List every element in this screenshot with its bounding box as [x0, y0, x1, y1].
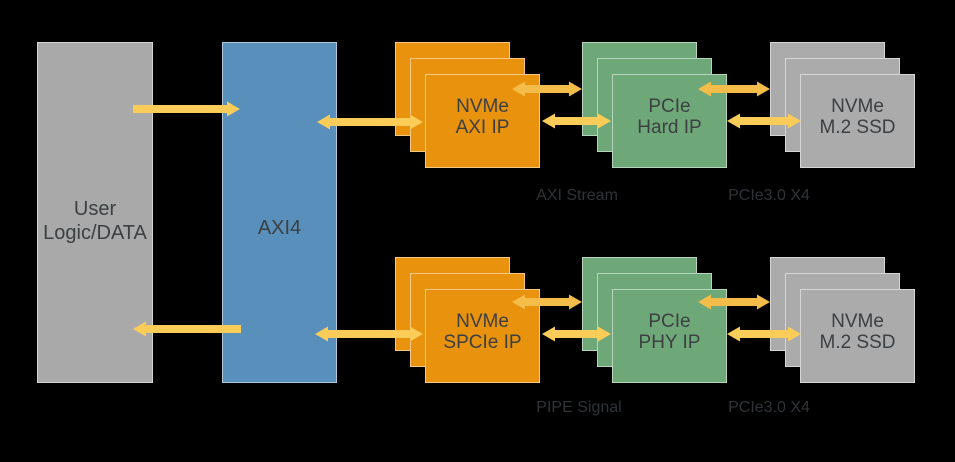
nvme-m2-ssd-top-stack-label-line1: NVMe [831, 95, 884, 117]
user-logic-data-label-line2: Logic/DATA [43, 221, 147, 244]
nvme-spcie-ip-stack-label-line1: NVMe [456, 310, 509, 332]
nvme-m2-ssd-bottom-stack-label-line1: NVMe [831, 310, 884, 332]
label-axi-stream: AXI Stream [536, 187, 618, 204]
axi4-block: AXI4 [222, 42, 337, 383]
label-pipe-signal: PIPE Signal [536, 399, 622, 416]
user-logic-data-block: User Logic/DATA [37, 42, 153, 383]
pcie-phy-ip-stack-label-line1: PCIe [648, 310, 691, 332]
nvme-axi-ip-stack-label-line2: AXI IP [455, 116, 510, 138]
nvme-axi-ip-stack-label-line1: NVMe [456, 95, 509, 117]
label-pcie30-x4-bottom: PCIe3.0 X4 [728, 399, 810, 416]
pcie-hard-ip-stack-label-line1: PCIe [648, 95, 691, 117]
nvme-spcie-ip-stack-label-line2: SPCIe IP [443, 331, 522, 353]
nvme-m2-ssd-bottom-stack-label-line2: M.2 SSD [819, 331, 896, 353]
label-pcie30-x4-top: PCIe3.0 X4 [728, 187, 810, 204]
pcie-phy-ip-stack-label-line2: PHY IP [638, 331, 701, 353]
nvme-m2-ssd-top-stack-label-line2: M.2 SSD [819, 116, 896, 138]
user-logic-data-label-line1: User [73, 197, 117, 220]
user-logic-data-label: User Logic/DATA [43, 197, 147, 245]
axi4-label: AXI4 [257, 216, 302, 239]
pcie-hard-ip-stack-label-line2: Hard IP [637, 116, 702, 138]
